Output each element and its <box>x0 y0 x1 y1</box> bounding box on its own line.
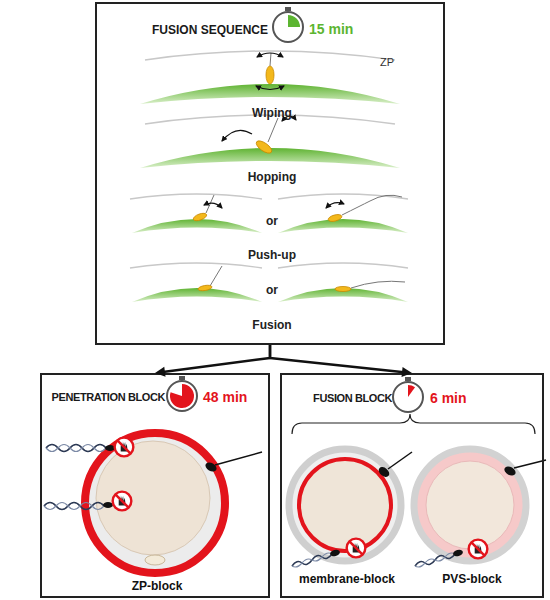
zp-block-egg-part <box>46 445 106 452</box>
step-label: Push-up <box>222 248 322 262</box>
zp-block-egg <box>44 433 262 573</box>
time-label: 6 min <box>430 390 490 407</box>
pvs-block-egg-part <box>426 461 514 549</box>
push-up-illustration-part <box>132 219 262 233</box>
fusion-illustration-part <box>351 281 405 288</box>
connector-line <box>270 345 404 372</box>
connector-line <box>163 345 270 372</box>
zp-block-egg-part <box>96 441 210 555</box>
arrow-head <box>402 367 412 377</box>
fusion-illustration-part <box>335 287 351 292</box>
membrane-block-egg-part <box>329 549 340 557</box>
stopwatch-icon-part <box>288 15 300 27</box>
step-label: Fusion <box>222 318 322 332</box>
push-up-illustration <box>130 194 408 233</box>
fusion-block-box: FUSION BLOCK 6 min membrane-block PVS-block <box>280 373 544 598</box>
fusion-illustration-part <box>210 266 222 286</box>
time-label: 15 min <box>309 21 379 38</box>
membrane-block-egg-part <box>292 553 332 567</box>
wiping-illustration-part <box>266 66 274 84</box>
push-up-illustration-part <box>342 195 402 215</box>
stopwatch-icon-part <box>170 384 194 408</box>
stopwatch-icon-part <box>393 382 423 412</box>
stopwatch-icon <box>167 376 197 411</box>
push-up-illustration-part <box>326 203 344 208</box>
split-arrow <box>155 345 270 377</box>
zp-block-egg-part <box>103 502 113 508</box>
sequence-box: FUSION SEQUENCE15 minZPWipingHoppingorPu… <box>95 2 445 345</box>
membrane-block-egg-part <box>292 554 332 566</box>
zp-block-egg-part <box>204 461 218 474</box>
membrane-block-egg-part <box>388 452 412 469</box>
step-label: Hopping <box>222 170 322 184</box>
or-label: or <box>252 214 292 228</box>
zp-block-egg-part <box>44 503 104 510</box>
fusion-illustration-part <box>278 263 408 268</box>
pvs-block-egg-part <box>514 460 546 468</box>
stopwatch-icon-part <box>285 7 291 11</box>
pvs-block-egg-part <box>452 549 463 557</box>
box-heading: PENETRATION BLOCK <box>46 391 165 404</box>
membrane-block-egg <box>289 449 412 567</box>
fusion-illustration <box>130 263 408 302</box>
part-label: ZP <box>380 56 410 69</box>
pvs-block-egg <box>414 449 546 567</box>
block-caption: PVS-block <box>412 572 532 586</box>
stopwatch-icon-part <box>167 381 197 411</box>
time-label: 48 min <box>203 389 263 406</box>
push-up-illustration-part <box>204 203 222 208</box>
stopwatch-icon <box>393 377 423 412</box>
hopping-illustration-part <box>268 118 278 142</box>
block-caption: membrane-block <box>287 572 407 586</box>
push-up-illustration-part <box>327 213 342 222</box>
membrane-block-egg-part <box>377 465 391 479</box>
box-heading: FUSION BLOCK <box>290 392 392 405</box>
or-label: or <box>252 283 292 297</box>
zp-block-egg-part <box>145 555 165 565</box>
hopping-illustration <box>140 115 400 168</box>
wiping-illustration-part <box>256 86 284 90</box>
zp-block-egg-part <box>46 445 106 452</box>
stopwatch-icon-part <box>408 385 415 397</box>
zp-block-egg-part <box>115 438 134 457</box>
arrow-head <box>155 367 166 377</box>
wiping-illustration-part <box>270 53 271 66</box>
box-heading: FUSION SEQUENCE <box>117 23 268 37</box>
hopping-illustration-part <box>254 139 273 156</box>
fusion-illustration-part <box>198 284 213 291</box>
zp-block-egg-part <box>85 433 225 573</box>
wiping-illustration-part <box>257 53 283 57</box>
pvs-block-egg-part <box>415 554 455 566</box>
fusion-illustration-part <box>130 263 262 268</box>
hopping-illustration-part <box>222 130 252 141</box>
push-up-illustration-part <box>130 194 262 199</box>
pvs-block-egg-part <box>503 465 517 478</box>
penetration-block-box: PENETRATION BLOCK 48 minZP-block <box>40 373 270 598</box>
membrane-block-egg-part <box>299 459 391 551</box>
stopwatch-icon <box>273 7 303 42</box>
push-up-illustration-part <box>278 194 408 199</box>
zp-block-egg-part <box>215 452 262 465</box>
zp-block-egg-part <box>113 492 132 511</box>
fusion-illustration-part <box>132 288 262 302</box>
wiping-illustration-part <box>140 84 400 104</box>
wiping-illustration-part <box>145 51 395 60</box>
membrane-block-egg-part <box>289 449 401 561</box>
membrane-block-egg-part <box>347 539 366 558</box>
stopwatch-icon-part <box>273 12 303 42</box>
bracket <box>292 414 535 434</box>
stopwatch-icon-part <box>179 376 185 380</box>
pvs-block-egg-part <box>414 449 526 561</box>
block-caption: ZP-block <box>107 579 207 593</box>
pvs-block-egg-part <box>469 540 488 559</box>
wiping-illustration <box>140 51 400 104</box>
step-label: Wiping <box>222 106 322 120</box>
zp-block-egg-part <box>44 503 104 510</box>
push-up-illustration-part <box>278 219 408 233</box>
push-up-illustration-part <box>192 212 207 222</box>
stopwatch-icon-part <box>405 377 411 381</box>
pvs-block-egg-part <box>415 553 455 567</box>
